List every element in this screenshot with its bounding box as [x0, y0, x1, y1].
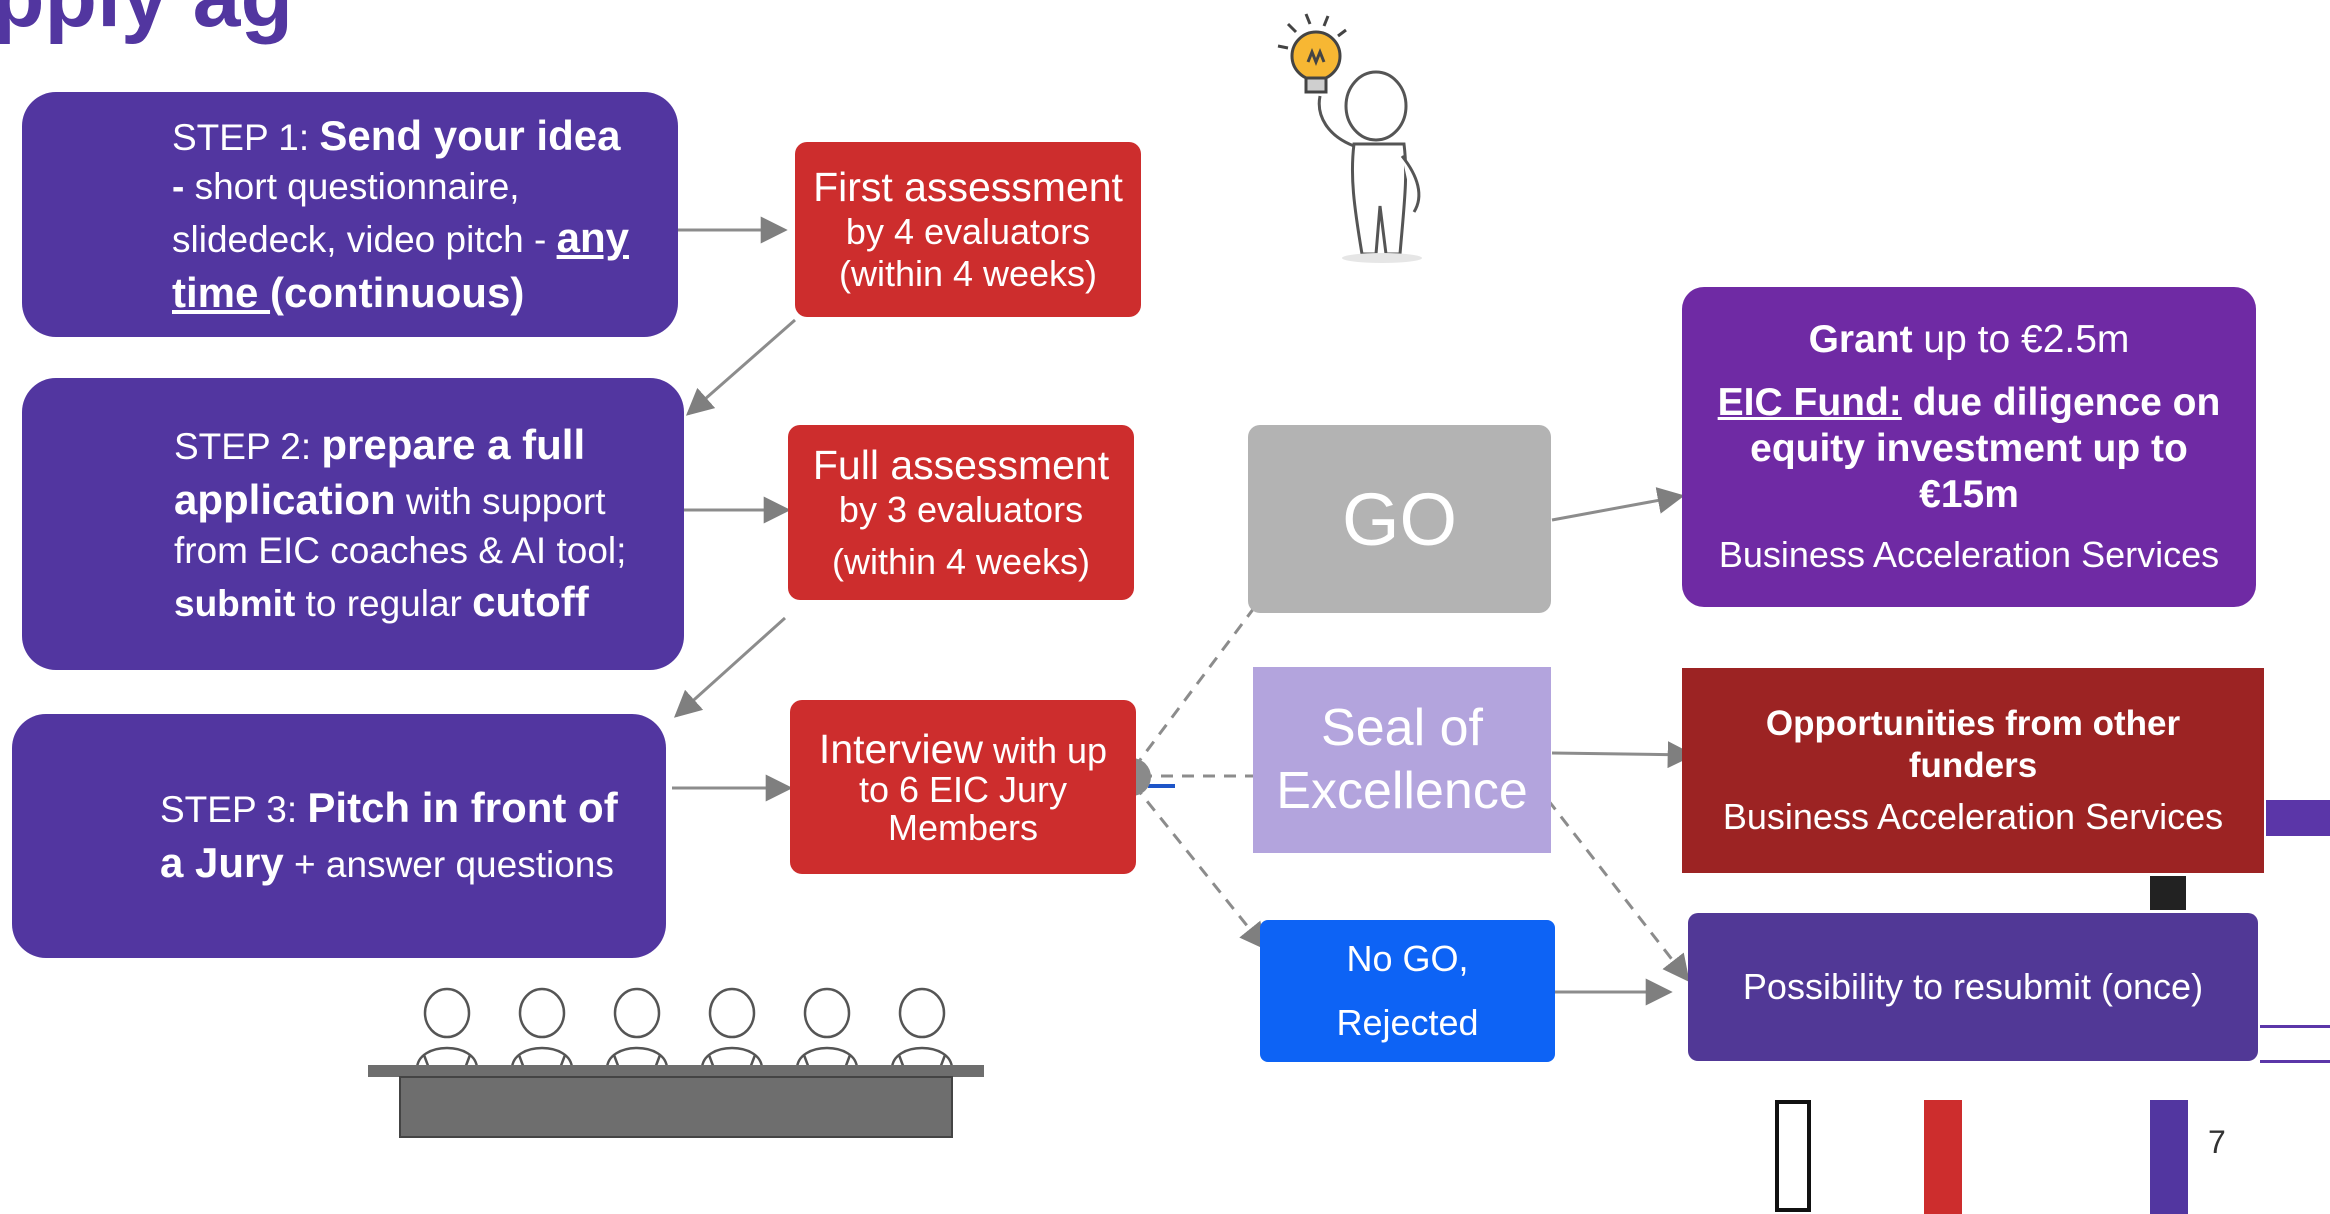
arrow-first-to-step2 — [685, 318, 796, 416]
no-go-line-2: Rejected — [1336, 1002, 1479, 1043]
no-go-box: No GO, Rejected — [1260, 920, 1555, 1062]
dashed-arrow-seal-to-resubmit — [1546, 799, 1690, 983]
resubmit-label: Possibility to resubmit (once) — [1742, 966, 2204, 1007]
arrow-full-to-step3 — [673, 616, 787, 718]
table-body — [399, 1076, 953, 1138]
jury-member-icon — [700, 987, 764, 1072]
full-assessment-evaluators: by 3 evaluators — [838, 489, 1084, 530]
full-assessment-title: Full assessment — [812, 442, 1110, 488]
step-3-box: STEP 3: Pitch in front of a Jury + answe… — [12, 714, 666, 958]
full-assessment-box: Full assessment by 3 evaluators (within … — [788, 425, 1134, 600]
seal-of-excellence-box: Seal of Excellence — [1253, 667, 1551, 853]
opportunities-box: Opportunities from other funders Busines… — [1682, 668, 2264, 873]
idea-person-illustration — [1277, 13, 1422, 263]
jury-member-icon — [890, 987, 954, 1072]
first-assessment-title: First assessment — [813, 164, 1123, 210]
step-1-text: STEP 1: Send your idea - short questionn… — [172, 111, 629, 316]
go-box: GO — [1248, 425, 1551, 613]
jury-member-icon — [605, 987, 669, 1072]
interview-box: Interview with up to 6 EIC Jury Members — [790, 700, 1136, 874]
dashed-arrow-to-nogo — [1132, 784, 1267, 951]
grant-box: Grant up to €2.5m EIC Fund: due diligenc… — [1682, 287, 2256, 607]
arrow-go-to-grant — [1551, 487, 1685, 522]
no-go-line-1: No GO, — [1346, 938, 1469, 979]
jury-member-icon — [795, 987, 859, 1072]
deco-purple-line-2 — [2260, 1060, 2330, 1063]
person-icon — [1317, 70, 1422, 263]
resubmit-box: Possibility to resubmit (once) — [1688, 913, 2258, 1061]
step-3-text: STEP 3: Pitch in front of a Jury + answe… — [160, 784, 618, 886]
jury-table-illustration — [368, 987, 984, 1138]
jury-member-icon — [415, 987, 479, 1072]
table-top — [368, 1065, 984, 1077]
dashed-arrow-to-go — [1132, 577, 1277, 769]
step-1-box: STEP 1: Send your idea - short questionn… — [22, 92, 678, 337]
first-assessment-box: First assessment by 4 evaluators (within… — [795, 142, 1141, 317]
deco-purple-bar-right — [2266, 800, 2330, 836]
business-acceleration-services-2: Business Acceleration Services — [1722, 795, 2224, 837]
step-2-box: STEP 2: prepare a full application with … — [22, 378, 684, 670]
go-label: GO — [1341, 477, 1458, 561]
purple-bar — [2150, 1100, 2188, 1214]
opportunities-label: Opportunities from other funders — [1765, 704, 2181, 785]
page-title-fragment: pply ag — [0, 0, 293, 47]
deco-black-block — [2150, 876, 2186, 910]
arrow-seal-to-opportunities — [1551, 741, 1695, 769]
eic-fund-line: EIC Fund: due diligence on equity invest… — [1717, 380, 2221, 516]
red-bar — [1924, 1100, 1962, 1214]
seal-of-excellence-label: Seal of Excellence — [1276, 698, 1528, 820]
full-assessment-duration: (within 4 weeks) — [831, 541, 1091, 582]
first-assessment-evaluators: by 4 evaluators — [845, 211, 1091, 252]
step-2-text: STEP 2: prepare a full application with … — [174, 421, 627, 626]
interview-text: Interview with up to 6 EIC Jury Members — [818, 725, 1108, 848]
first-assessment-duration: (within 4 weeks) — [838, 253, 1098, 294]
business-acceleration-services-1: Business Acceleration Services — [1718, 534, 2220, 576]
outline-bar — [1775, 1100, 1811, 1212]
light-bulb-icon — [1277, 13, 1347, 94]
jury-member-icon — [510, 987, 574, 1072]
deco-purple-line-1 — [2260, 1025, 2330, 1028]
grant-line: Grant up to €2.5m — [1808, 317, 2130, 361]
page-number: 7 — [2208, 1124, 2226, 1160]
